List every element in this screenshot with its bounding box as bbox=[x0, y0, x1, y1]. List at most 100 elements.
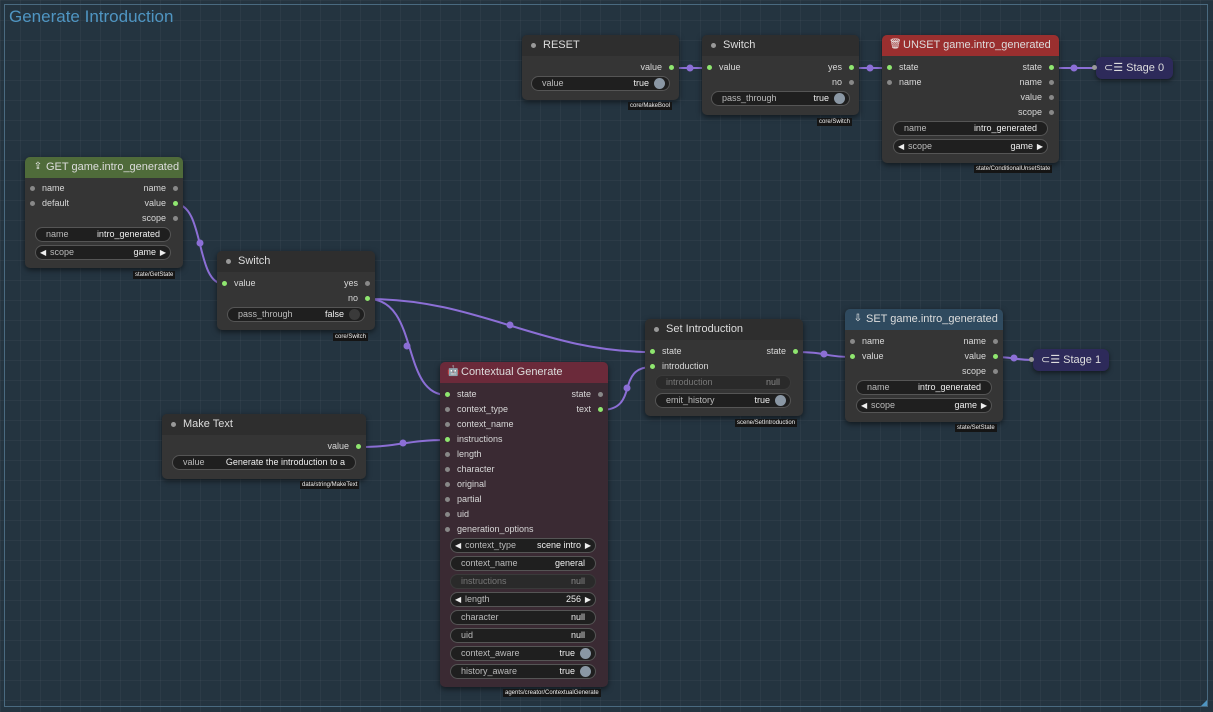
output-yes[interactable]: yes bbox=[344, 276, 370, 291]
node-make-text-header[interactable]: Make Text bbox=[162, 414, 366, 435]
toggle-knob[interactable] bbox=[654, 78, 665, 89]
node-switch-header[interactable]: Switch bbox=[217, 251, 375, 272]
collapse-dot-icon[interactable] bbox=[654, 327, 659, 332]
input-socket[interactable] bbox=[445, 437, 450, 442]
input-state[interactable]: state bbox=[887, 60, 919, 75]
output-socket[interactable] bbox=[993, 354, 998, 359]
input-character[interactable]: character bbox=[445, 462, 495, 477]
input-socket[interactable] bbox=[445, 452, 450, 457]
input-socket[interactable] bbox=[30, 186, 35, 191]
input-instructions[interactable]: instructions bbox=[445, 432, 503, 447]
output-socket[interactable] bbox=[598, 392, 603, 397]
output-socket[interactable] bbox=[356, 444, 361, 449]
input-socket[interactable] bbox=[650, 364, 655, 369]
input-name[interactable]: name bbox=[850, 334, 885, 349]
output-value[interactable]: value bbox=[1020, 90, 1054, 105]
input-value[interactable]: value bbox=[707, 60, 741, 75]
output-text[interactable]: text bbox=[576, 402, 603, 417]
input-default[interactable]: default bbox=[30, 196, 69, 211]
input-socket[interactable] bbox=[445, 422, 450, 427]
arrow-right-icon[interactable]: ▶ bbox=[584, 595, 591, 604]
output-socket[interactable] bbox=[173, 186, 178, 191]
toggle-knob[interactable] bbox=[834, 93, 845, 104]
output-socket[interactable] bbox=[173, 201, 178, 206]
toggle-knob[interactable] bbox=[580, 666, 591, 677]
input-context-type[interactable]: context_type bbox=[445, 402, 508, 417]
stage-0-node[interactable]: ⊂☰ Stage 0 bbox=[1092, 57, 1173, 79]
arrow-left-icon[interactable]: ◀ bbox=[455, 595, 462, 604]
input-socket[interactable] bbox=[445, 392, 450, 397]
output-scope[interactable]: scope bbox=[1018, 105, 1054, 120]
input-original[interactable]: original bbox=[445, 477, 486, 492]
output-scope[interactable]: scope bbox=[142, 211, 178, 226]
group-frame[interactable] bbox=[4, 4, 1208, 707]
input-socket[interactable] bbox=[30, 201, 35, 206]
output-socket[interactable] bbox=[993, 369, 998, 374]
arrow-right-icon[interactable]: ▶ bbox=[980, 401, 987, 410]
output-name[interactable]: name bbox=[1019, 75, 1054, 90]
output-socket[interactable] bbox=[173, 216, 178, 221]
output-value[interactable]: value bbox=[964, 349, 998, 364]
output-socket[interactable] bbox=[669, 65, 674, 70]
output-socket[interactable] bbox=[1049, 65, 1054, 70]
output-value[interactable]: value bbox=[144, 196, 178, 211]
output-state[interactable]: state bbox=[766, 344, 798, 359]
input-socket[interactable] bbox=[445, 407, 450, 412]
input-socket[interactable] bbox=[850, 339, 855, 344]
node-contextual-generate[interactable]: 🤖Contextual Generate state context_type … bbox=[440, 362, 608, 687]
output-value[interactable]: value bbox=[640, 60, 674, 75]
node-set-header[interactable]: ⇩SET game.intro_generated bbox=[845, 309, 1003, 330]
input-generation-options[interactable]: generation_options bbox=[445, 522, 534, 537]
arrow-left-icon[interactable]: ◀ bbox=[861, 401, 868, 410]
input-value[interactable]: value bbox=[222, 276, 256, 291]
input-partial[interactable]: partial bbox=[445, 492, 482, 507]
input-socket[interactable] bbox=[445, 467, 450, 472]
input-introduction[interactable]: introduction bbox=[650, 359, 709, 374]
node-get-header[interactable]: ⇪GET game.intro_generated bbox=[25, 157, 183, 178]
input-socket[interactable] bbox=[445, 482, 450, 487]
output-value[interactable]: value bbox=[327, 439, 361, 454]
output-no[interactable]: no bbox=[348, 291, 370, 306]
input-socket[interactable] bbox=[887, 65, 892, 70]
input-state[interactable]: state bbox=[650, 344, 682, 359]
node-reset-header[interactable]: RESET bbox=[522, 35, 679, 56]
input-socket[interactable] bbox=[222, 281, 227, 286]
output-socket[interactable] bbox=[849, 65, 854, 70]
toggle-knob[interactable] bbox=[580, 648, 591, 659]
node-set-introduction-header[interactable]: Set Introduction bbox=[645, 319, 803, 340]
node-switch-header[interactable]: Switch bbox=[702, 35, 859, 56]
input-socket[interactable] bbox=[445, 527, 450, 532]
input-socket[interactable] bbox=[707, 65, 712, 70]
input-socket[interactable] bbox=[650, 349, 655, 354]
arrow-left-icon[interactable]: ◀ bbox=[898, 142, 905, 151]
collapse-dot-icon[interactable] bbox=[531, 43, 536, 48]
collapse-dot-icon[interactable] bbox=[171, 422, 176, 427]
input-socket[interactable] bbox=[887, 80, 892, 85]
output-socket[interactable] bbox=[1049, 80, 1054, 85]
toggle-knob[interactable] bbox=[349, 309, 360, 320]
output-state[interactable]: state bbox=[571, 387, 603, 402]
node-set-introduction[interactable]: Set Introduction state introduction stat… bbox=[645, 319, 803, 416]
group-title[interactable]: Generate Introduction bbox=[9, 7, 174, 26]
output-no[interactable]: no bbox=[832, 75, 854, 90]
output-socket[interactable] bbox=[365, 281, 370, 286]
node-unset-header[interactable]: 🗑UNSET game.intro_generated bbox=[882, 35, 1059, 56]
collapse-dot-icon[interactable] bbox=[226, 259, 231, 264]
output-socket[interactable] bbox=[1049, 95, 1054, 100]
